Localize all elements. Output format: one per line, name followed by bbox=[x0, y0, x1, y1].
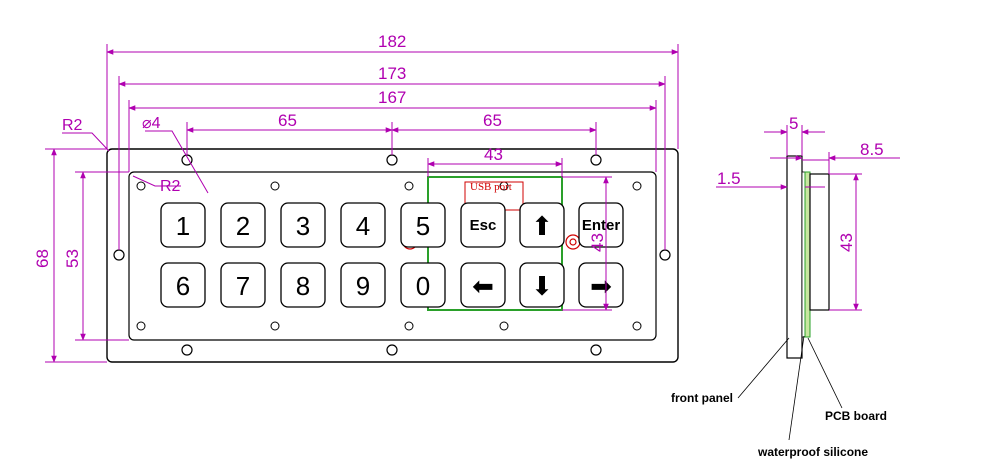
key-keys_row2-7 bbox=[578, 262, 624, 308]
side-key-body bbox=[809, 173, 830, 311]
key-keys_row2-4 bbox=[400, 262, 446, 308]
key-keys_row2-6 bbox=[519, 262, 565, 308]
svg-text:8.5: 8.5 bbox=[860, 140, 884, 159]
svg-text:65: 65 bbox=[278, 111, 297, 130]
pcb-board-label: PCB board bbox=[825, 409, 887, 423]
key-label: ➡ bbox=[590, 271, 612, 301]
key-label: 9 bbox=[356, 271, 370, 301]
svg-text:167: 167 bbox=[378, 88, 406, 107]
svg-text:5: 5 bbox=[789, 114, 798, 133]
key-keys_row1-6 bbox=[519, 202, 565, 248]
side-pcb-board bbox=[804, 171, 811, 338]
key-label: 2 bbox=[236, 211, 250, 241]
key-keys_row2-0 bbox=[160, 262, 206, 308]
key-keys_row1-0 bbox=[160, 202, 206, 248]
svg-text:43: 43 bbox=[837, 233, 856, 252]
side-dimension-labels: 5 8.5 1.5 43 bbox=[717, 114, 884, 252]
front-panel-label: front panel bbox=[671, 391, 733, 405]
dimension-labels: 182 173 167 65 65 43 R2 R2 ⌀4 68 53 43 bbox=[33, 32, 607, 268]
side-dimension-lines bbox=[716, 125, 900, 311]
key-label: 3 bbox=[296, 211, 310, 241]
svg-text:R2: R2 bbox=[160, 178, 181, 195]
key-label: ⬆ bbox=[531, 211, 553, 241]
front-panel-outline bbox=[106, 148, 679, 363]
usb-port-label: USB port bbox=[470, 181, 512, 193]
svg-text:43: 43 bbox=[588, 233, 607, 252]
inner-holes bbox=[136, 181, 642, 331]
svg-text:53: 53 bbox=[63, 249, 82, 268]
key-keys_row1-5 bbox=[460, 202, 506, 248]
key-keys_row1-7 bbox=[578, 202, 624, 248]
keys-row-2: 6 7 8 9 0 ⬅ ⬇ ➡ bbox=[160, 262, 624, 308]
svg-text:65: 65 bbox=[483, 111, 502, 130]
key-keys_row2-3 bbox=[340, 262, 386, 308]
key-keys_row1-4 bbox=[400, 202, 446, 248]
mounting-holes bbox=[113, 154, 671, 356]
side-front-panel bbox=[786, 155, 803, 359]
key-keys_row2-5 bbox=[460, 262, 506, 308]
keys-row-1: 1 2 3 4 5 Esc ⬆ Enter bbox=[160, 202, 624, 248]
key-label: ⬇ bbox=[531, 271, 553, 301]
svg-text:173: 173 bbox=[378, 64, 406, 83]
key-label: 7 bbox=[236, 271, 250, 301]
key-keys_row2-2 bbox=[280, 262, 326, 308]
key-keys_row1-2 bbox=[280, 202, 326, 248]
svg-text:R2: R2 bbox=[62, 117, 83, 134]
waterproof-silicone-label: waterproof silicone bbox=[757, 445, 868, 459]
key-keys_row1-1 bbox=[220, 202, 266, 248]
key-label: Enter bbox=[582, 217, 621, 234]
svg-text:⌀4: ⌀4 bbox=[142, 115, 161, 132]
svg-text:1.5: 1.5 bbox=[717, 169, 741, 188]
svg-text:68: 68 bbox=[33, 249, 52, 268]
key-label: 6 bbox=[176, 271, 190, 301]
callout-lines bbox=[737, 335, 843, 441]
key-keys_row2-1 bbox=[220, 262, 266, 308]
key-label: 4 bbox=[356, 211, 370, 241]
key-label: Esc bbox=[470, 217, 497, 234]
side-view bbox=[786, 155, 830, 359]
svg-text:182: 182 bbox=[378, 32, 406, 51]
key-label: 1 bbox=[176, 211, 190, 241]
key-keys_row1-3 bbox=[340, 202, 386, 248]
key-label: 0 bbox=[416, 271, 430, 301]
key-label: ⬅ bbox=[472, 271, 494, 301]
svg-text:43: 43 bbox=[484, 145, 503, 164]
key-label: 5 bbox=[416, 211, 430, 241]
key-label: 8 bbox=[296, 271, 310, 301]
dimension-lines bbox=[45, 44, 679, 363]
